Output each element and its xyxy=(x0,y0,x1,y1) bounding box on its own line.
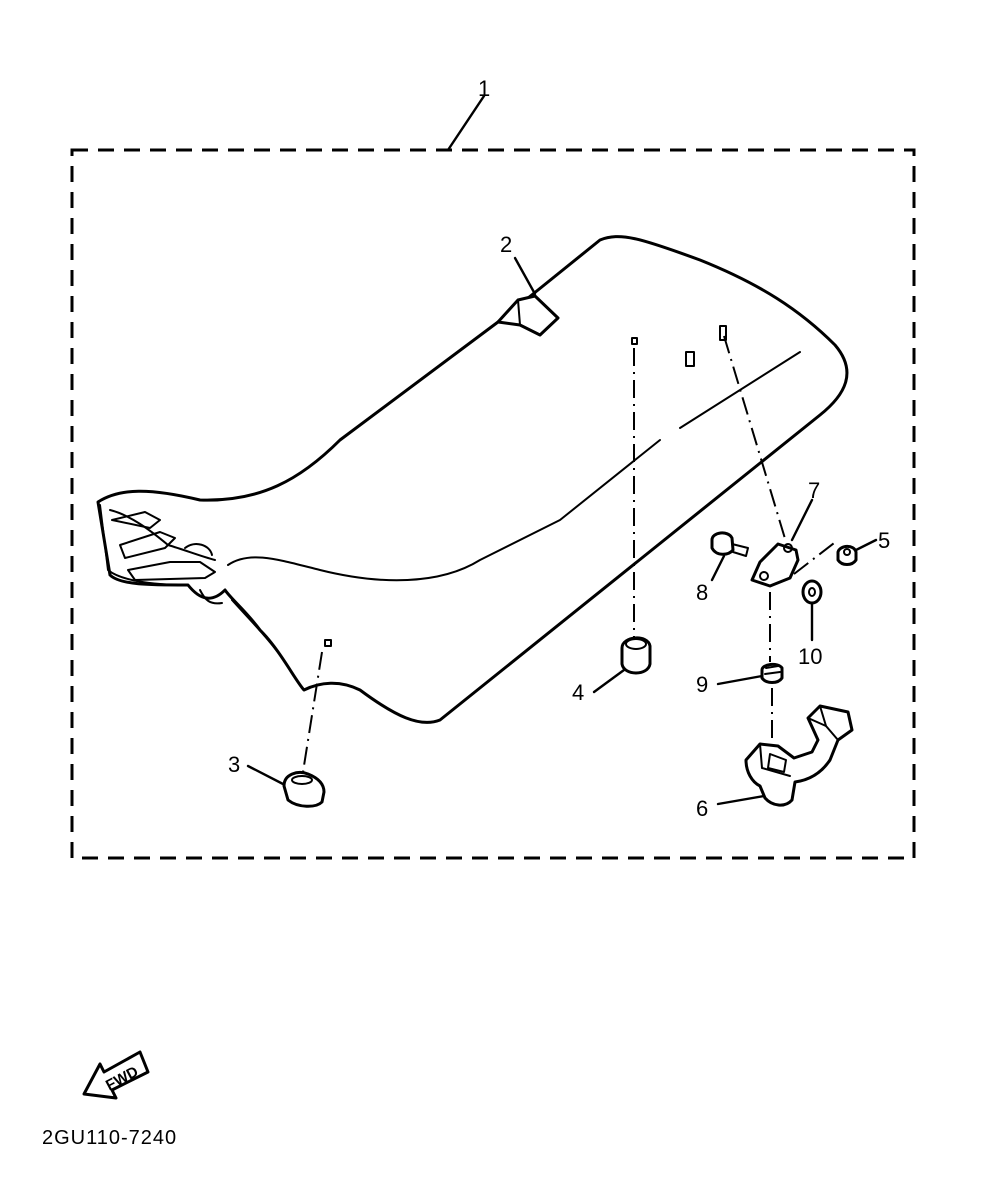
chain-3 xyxy=(302,651,323,773)
assembly-dashed-frame xyxy=(70,148,916,860)
part-6-seat-catch xyxy=(744,704,854,807)
part-5-nut xyxy=(836,544,858,566)
chain-5 xyxy=(793,539,839,575)
callout-7: 7 xyxy=(808,478,820,503)
callout-6: 6 xyxy=(696,796,708,821)
callout-10: 10 xyxy=(798,644,822,669)
callout-4: 4 xyxy=(572,680,584,705)
leader-5 xyxy=(854,538,878,552)
fwd-arrow-icon: FWD xyxy=(82,1050,150,1100)
part-2-seat-hook xyxy=(496,294,560,337)
part-10-washer xyxy=(801,579,823,605)
leader-6 xyxy=(716,794,766,806)
leader-1 xyxy=(446,94,486,152)
callout-2: 2 xyxy=(500,232,512,257)
leader-8 xyxy=(710,554,726,582)
diagram-code: 2GU110-7240 xyxy=(42,1127,177,1149)
leader-3 xyxy=(246,764,285,786)
callout-3: 3 xyxy=(228,752,240,777)
callout-9: 9 xyxy=(696,672,708,697)
chain-7 xyxy=(723,335,787,543)
callout-1: 1 xyxy=(478,76,490,101)
part-3-damper xyxy=(282,771,326,808)
part-8-bolt xyxy=(710,531,749,557)
leader-4 xyxy=(592,668,626,694)
part-9-screw xyxy=(760,662,784,684)
seat-body xyxy=(96,235,849,724)
callout-8: 8 xyxy=(696,580,708,605)
leader-2 xyxy=(513,256,537,296)
leader-9 xyxy=(716,674,764,686)
leader-7 xyxy=(790,498,814,542)
callout-5: 5 xyxy=(878,528,890,553)
part-7-bracket xyxy=(750,542,800,588)
part-4-damper xyxy=(620,636,652,675)
